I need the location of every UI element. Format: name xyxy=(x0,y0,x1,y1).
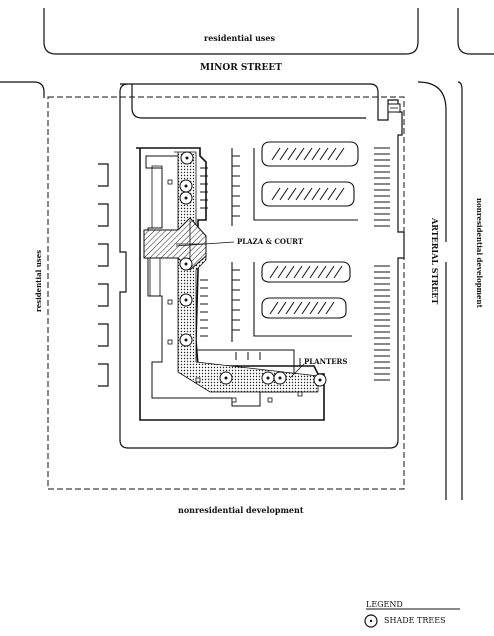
plaza-court-label: PLAZA & COURT xyxy=(237,237,304,246)
planters-leader xyxy=(289,363,305,379)
top-lot-curb-right xyxy=(457,8,494,55)
walkway xyxy=(174,151,319,393)
west-screen-wall xyxy=(98,163,109,387)
legend-title: LEGEND xyxy=(366,600,403,609)
minor-street-label: MINOR STREET xyxy=(200,63,282,73)
west-parking-stalls xyxy=(232,155,240,331)
parking-lot-curb xyxy=(119,83,405,449)
right-nonresidential-label: nonresidential development xyxy=(475,198,484,308)
property-line xyxy=(47,96,405,490)
arterial-street-east-curb xyxy=(457,81,463,500)
top-lot-access-drive xyxy=(131,84,366,119)
top-residential-label: residential uses xyxy=(204,33,276,43)
parking-stall-hatching xyxy=(269,147,345,315)
parking-islands xyxy=(253,141,359,337)
minor-street-curb xyxy=(0,81,45,98)
east-parking-stalls xyxy=(374,147,390,381)
building-details xyxy=(167,179,303,403)
plaza-court xyxy=(143,217,207,271)
left-residential-label: residential uses xyxy=(34,249,43,312)
frontage-ticks xyxy=(200,167,301,366)
legend-item-label: SHADE TREES xyxy=(384,616,446,625)
arterial-street-west-curb-top xyxy=(417,81,447,242)
top-lot-curb-left xyxy=(43,8,419,55)
shade-trees xyxy=(179,151,327,387)
shade-tree-icon xyxy=(364,614,378,628)
arterial-street-label: ARTERIAL STREET xyxy=(430,218,440,305)
planters-label: PLANTERS xyxy=(304,357,348,366)
bottom-nonresidential-label: nonresidential development xyxy=(178,505,304,515)
plaza-leader xyxy=(175,241,235,247)
